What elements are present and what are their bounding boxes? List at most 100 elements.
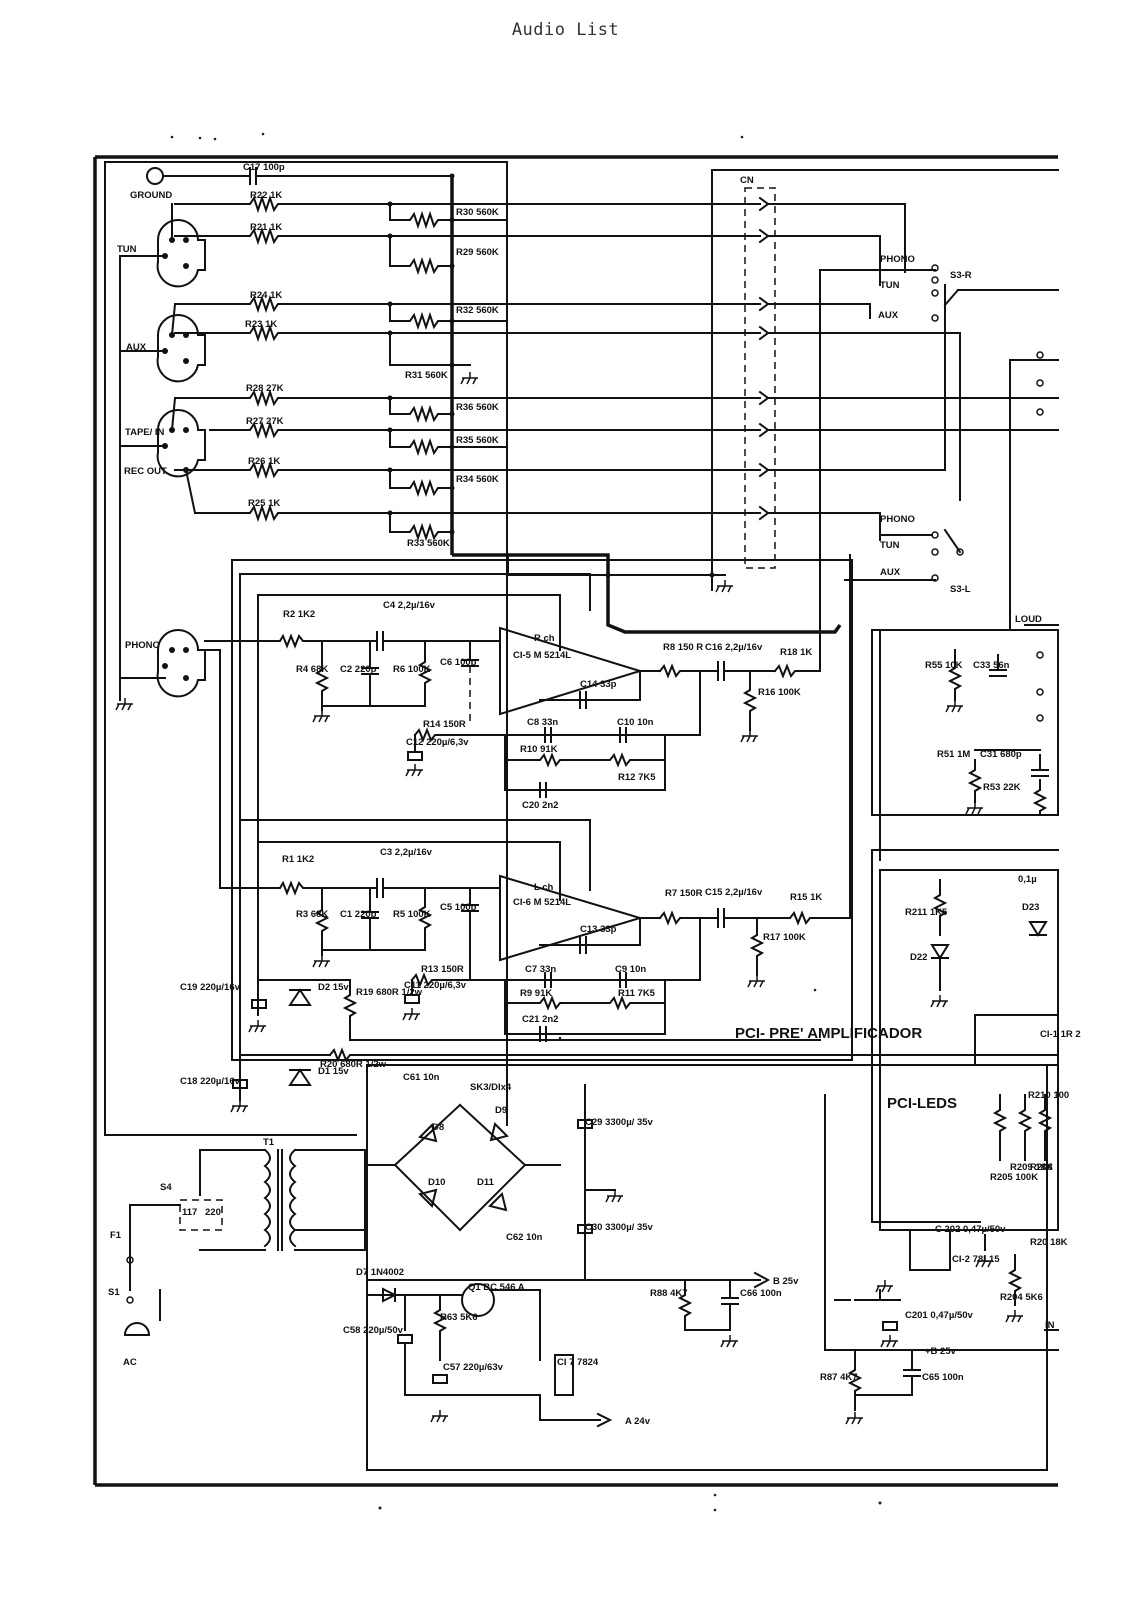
component-label-c12: C12 220µ/6,3v <box>406 737 469 748</box>
component-label-phono2: PHONO <box>880 254 915 265</box>
component-label-c15: C15 2,2µ/16v <box>705 887 763 898</box>
component-label-r12: R12 7K5 <box>618 772 656 783</box>
component-label-r63: R63 5K6 <box>440 1312 478 1323</box>
component-label-r53: R53 22K <box>983 782 1021 793</box>
component-label-c202: C 202 0,47µ/50v <box>935 1224 1006 1235</box>
component-label-r4: R4 68K <box>296 664 328 675</box>
component-label-r16: R16 100K <box>758 687 801 698</box>
component-label-c3: C3 2,2µ/16v <box>380 847 433 858</box>
component-label-c17: C17 100p <box>243 162 285 173</box>
component-label-tun2: TUN <box>880 280 900 291</box>
component-label-c01u: 0,1µ <box>1018 874 1037 885</box>
component-label-c7: C7 33n <box>525 964 556 975</box>
component-label-c66: C66 100n <box>740 1288 782 1299</box>
component-label-c29: C29 3300µ/ 35v <box>585 1117 654 1128</box>
component-label-r20: R20 680R 1/2w <box>320 1059 387 1070</box>
component-label-c21: C21 2n2 <box>522 1014 558 1025</box>
component-label-r3: R3 68K <box>296 909 328 920</box>
component-label-r8: R8 150 R <box>663 642 703 653</box>
component-label-r208: R208 <box>1030 1162 1053 1173</box>
component-label-r1: R1 1K2 <box>282 854 314 865</box>
component-label-c31: C31 680p <box>980 749 1022 760</box>
component-label-c1: C1 220p <box>340 909 377 920</box>
component-label-tape: TAPE/ IN <box>125 427 165 438</box>
component-label-r87: R87 4K7 <box>820 1372 858 1383</box>
component-label-s3r: S3-R <box>950 270 972 281</box>
component-label-r26: R26 1K <box>248 456 280 467</box>
component-label-tun: TUN <box>117 244 137 255</box>
component-label-d23: D23 <box>1022 902 1039 913</box>
component-label-rch: R ch <box>534 633 555 644</box>
component-label-d8: D8 <box>432 1122 444 1133</box>
component-label-d2: D2 15v <box>318 982 349 993</box>
component-label-c4: C4 2,2µ/16v <box>383 600 436 611</box>
component-label-r88: R88 4K7 <box>650 1288 688 1299</box>
component-label-c5: C5 100p <box>440 902 477 913</box>
component-label-r2: R2 1K2 <box>283 609 315 620</box>
component-label-r36: R36 560K <box>456 402 499 413</box>
component-label-d9note: SK3/DIx4 <box>470 1082 512 1093</box>
component-label-c10: C10 10n <box>617 717 654 728</box>
component-label-r35: R35 560K <box>456 435 499 446</box>
component-label-v220: 220 <box>205 1207 221 1218</box>
component-label-r15: R15 1K <box>790 892 822 903</box>
component-label-v117: 117 <box>182 1207 197 1218</box>
component-label-r55: R55 10K <box>925 660 963 671</box>
component-label-r211: R211 1K5 <box>905 907 948 918</box>
component-label-r5: R5 100K <box>393 909 431 920</box>
preamp-l-channel <box>219 627 851 1042</box>
component-label-r34: R34 560K <box>456 474 499 485</box>
component-label-r30: R30 560K <box>456 207 499 218</box>
scan-specks <box>170 132 882 1512</box>
component-label-ci7: CI 7 7824 <box>557 1357 599 1368</box>
component-label-tun3: TUN <box>880 540 900 551</box>
component-label-lch: L ch <box>534 882 554 893</box>
component-label-r32: R32 560K <box>456 305 499 316</box>
input-network <box>174 173 761 542</box>
component-label-r28: R28 27K <box>246 383 284 394</box>
component-label-c2: C2 220p <box>340 664 377 675</box>
component-label-r14: R14 150R <box>423 719 466 730</box>
din-jacks <box>115 203 221 881</box>
component-label-ci6: CI-6 M 5214L <box>513 897 571 908</box>
component-label-in: IN <box>1045 1320 1055 1331</box>
component-label-aux2: AUX <box>878 310 899 321</box>
component-label-r209: R209 18K <box>1010 1162 1053 1173</box>
component-label-s4: S4 <box>160 1182 172 1193</box>
component-label-phono3: PHONO <box>880 514 915 525</box>
component-label-loud: LOUD <box>1015 614 1042 625</box>
component-label-d1: D1 15v <box>318 1066 349 1077</box>
component-label-c18: C18 220µ/16v <box>180 1076 241 1087</box>
component-label-c30: C30 3300µ/ 35v <box>585 1222 654 1233</box>
component-label-r210: R210 100 <box>1028 1090 1069 1101</box>
component-label-c16: C16 2,2µ/16v <box>705 642 763 653</box>
preamp-block-title: PCI- PRE' AMPLIFICADOR <box>735 1025 922 1042</box>
component-label-c65: C65 100n <box>922 1372 964 1383</box>
component-label-c8: C8 33n <box>527 717 558 728</box>
component-label-c20: C20 2n2 <box>522 800 558 811</box>
component-label-f1: F1 <box>110 1230 122 1241</box>
component-label-c11: C11 220µ/6,3v <box>404 980 467 991</box>
component-label-c19: C19 220µ/16v <box>180 982 241 993</box>
component-label-c62: C62 10n <box>506 1232 543 1243</box>
component-label-r205: R205 100K <box>990 1172 1038 1183</box>
component-label-b25b: +B 25v <box>925 1346 957 1357</box>
outer-frame <box>93 155 1058 1487</box>
component-label-c33: C33 56n <box>973 660 1010 671</box>
component-label-r23: R23 1K <box>245 319 277 330</box>
component-label-ground: GROUND <box>130 190 172 201</box>
component-label-r27: R27 27K <box>246 416 284 427</box>
regulator <box>230 979 641 1113</box>
preamp-r-channel <box>204 573 821 1056</box>
component-label-r7: R7 150R <box>665 888 703 899</box>
component-label-c14: C14 33p <box>580 679 617 690</box>
component-label-q1: Q1 BC 546 A <box>468 1282 525 1293</box>
component-label-c58: C58 220µ/50v <box>343 1325 404 1336</box>
ground-bus <box>452 553 842 634</box>
component-label-r18: R18 1K <box>780 647 812 658</box>
component-label-aux3: AUX <box>880 567 901 578</box>
component-label-r9: R9 91K <box>520 988 552 999</box>
component-label-c9: C9 10n <box>615 964 646 975</box>
preamp-board-outline <box>231 559 853 1061</box>
